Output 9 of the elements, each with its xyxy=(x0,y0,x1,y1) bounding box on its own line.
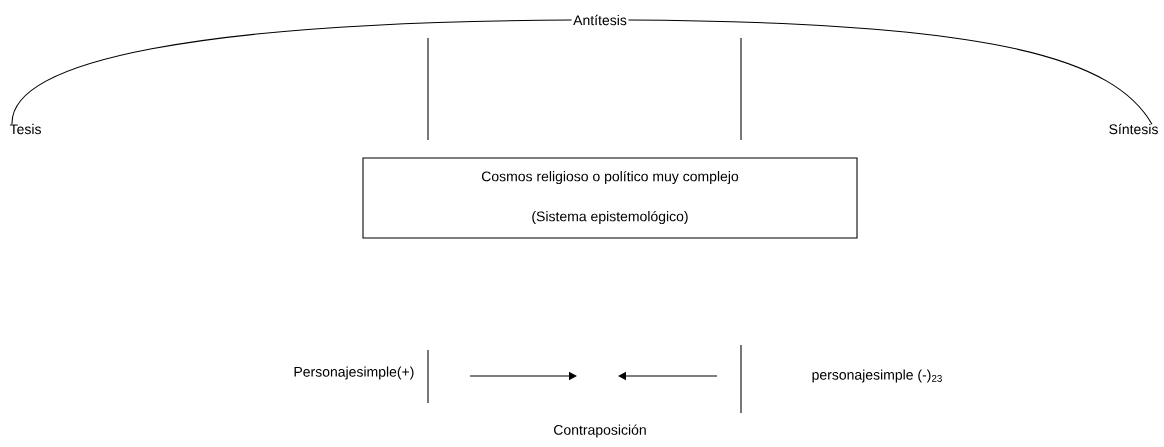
term-label: Antítesis xyxy=(573,14,627,26)
term-label: Personajesimple(+) xyxy=(294,366,414,380)
caption-label: Contraposición xyxy=(554,424,646,438)
term-label: personajesimple (-)$_{23}$ xyxy=(812,369,942,383)
term-label: Síntesis xyxy=(1109,123,1158,135)
text-box: Cosmos religioso o político muy complejo (Sistema epistemológico) xyxy=(362,157,858,239)
term-label: Tesis xyxy=(9,123,41,135)
curved-line xyxy=(627,19,1153,125)
curved-line xyxy=(11,19,573,125)
